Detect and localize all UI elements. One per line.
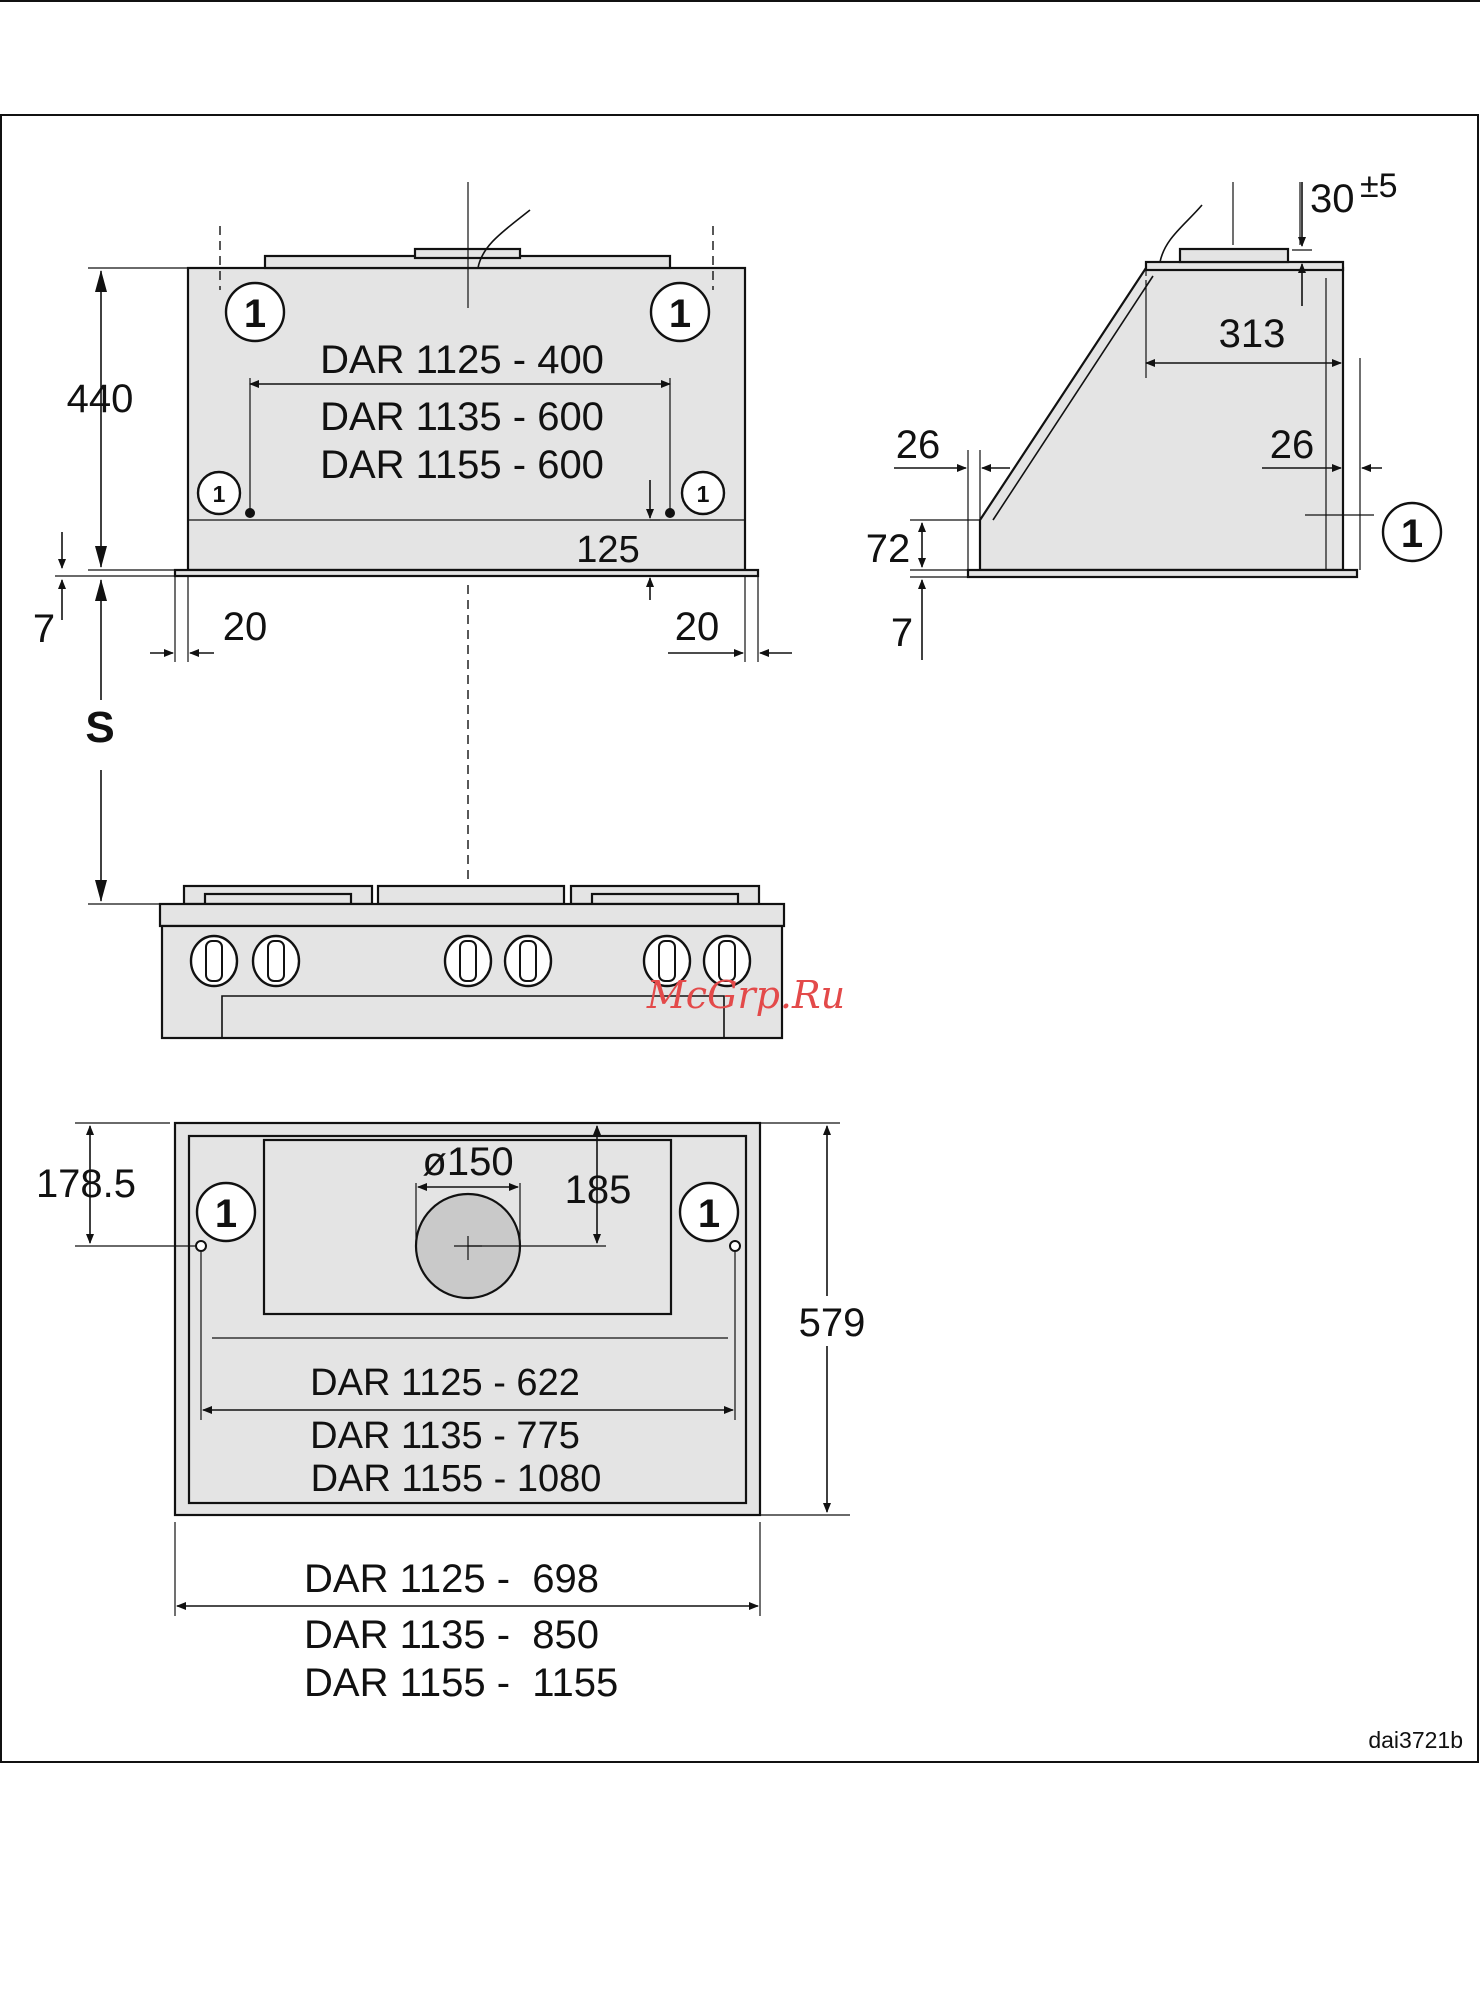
dim-7-front: 7 (33, 607, 55, 651)
dim-579: 579 (799, 1301, 866, 1345)
dim-178-5: 178.5 (36, 1162, 136, 1206)
side-view: 30 ±5 313 26 26 72 7 1 (866, 167, 1441, 660)
top-inner-model-2: DAR 1135 - 775 (310, 1415, 580, 1457)
dim-26-right: 26 (1270, 423, 1315, 467)
top-inner-model-1: DAR 1125 - 622 (310, 1362, 580, 1404)
dim-313: 313 (1219, 312, 1286, 356)
dim-72: 72 (866, 527, 911, 571)
marker-1-side: 1 (1401, 512, 1423, 556)
marker-1-top-left: 1 (215, 1192, 237, 1236)
figure-code: dai3721b (1368, 1727, 1463, 1753)
marker-1-front-top-left: 1 (244, 292, 266, 336)
dim-26-left: 26 (896, 423, 941, 467)
top-view: ø150 185 1 1 178.5 DAR 1125 - 622 DAR 11… (36, 1123, 865, 1705)
marker-1-top-right: 1 (698, 1192, 720, 1236)
marker-1-front-bottom-right: 1 (697, 481, 710, 507)
top-outer-model-3: DAR 1155 - 1155 (304, 1661, 618, 1705)
dim-diameter: ø150 (422, 1140, 513, 1184)
dim-30: 30 (1310, 177, 1355, 221)
dim-20-left: 20 (223, 605, 268, 649)
marker-1-front-bottom-left: 1 (213, 481, 226, 507)
top-outer-model-1: DAR 1125 - 698 (304, 1557, 599, 1601)
dim-440: 440 (67, 377, 134, 421)
dim-30-tolerance: ±5 (1360, 167, 1398, 205)
marker-1-front-top-right: 1 (669, 292, 691, 336)
front-model-2: DAR 1135 - 600 (320, 395, 604, 439)
front-view: 1 1 1 1 DAR 1125 - 400 DAR 1135 - 600 DA… (33, 182, 792, 904)
dim-185: 185 (565, 1168, 632, 1212)
dim-s: S (85, 703, 114, 752)
front-model-1: DAR 1125 - 400 (320, 338, 604, 382)
front-model-3: DAR 1155 - 600 (320, 443, 604, 487)
top-outer-model-2: DAR 1135 - 850 (304, 1613, 599, 1657)
dim-7-side: 7 (891, 611, 913, 655)
watermark: McGrp.Ru (646, 973, 845, 1017)
dim-125: 125 (576, 529, 639, 571)
dim-20-right: 20 (675, 605, 720, 649)
top-inner-model-3: DAR 1155 - 1080 (311, 1458, 602, 1500)
